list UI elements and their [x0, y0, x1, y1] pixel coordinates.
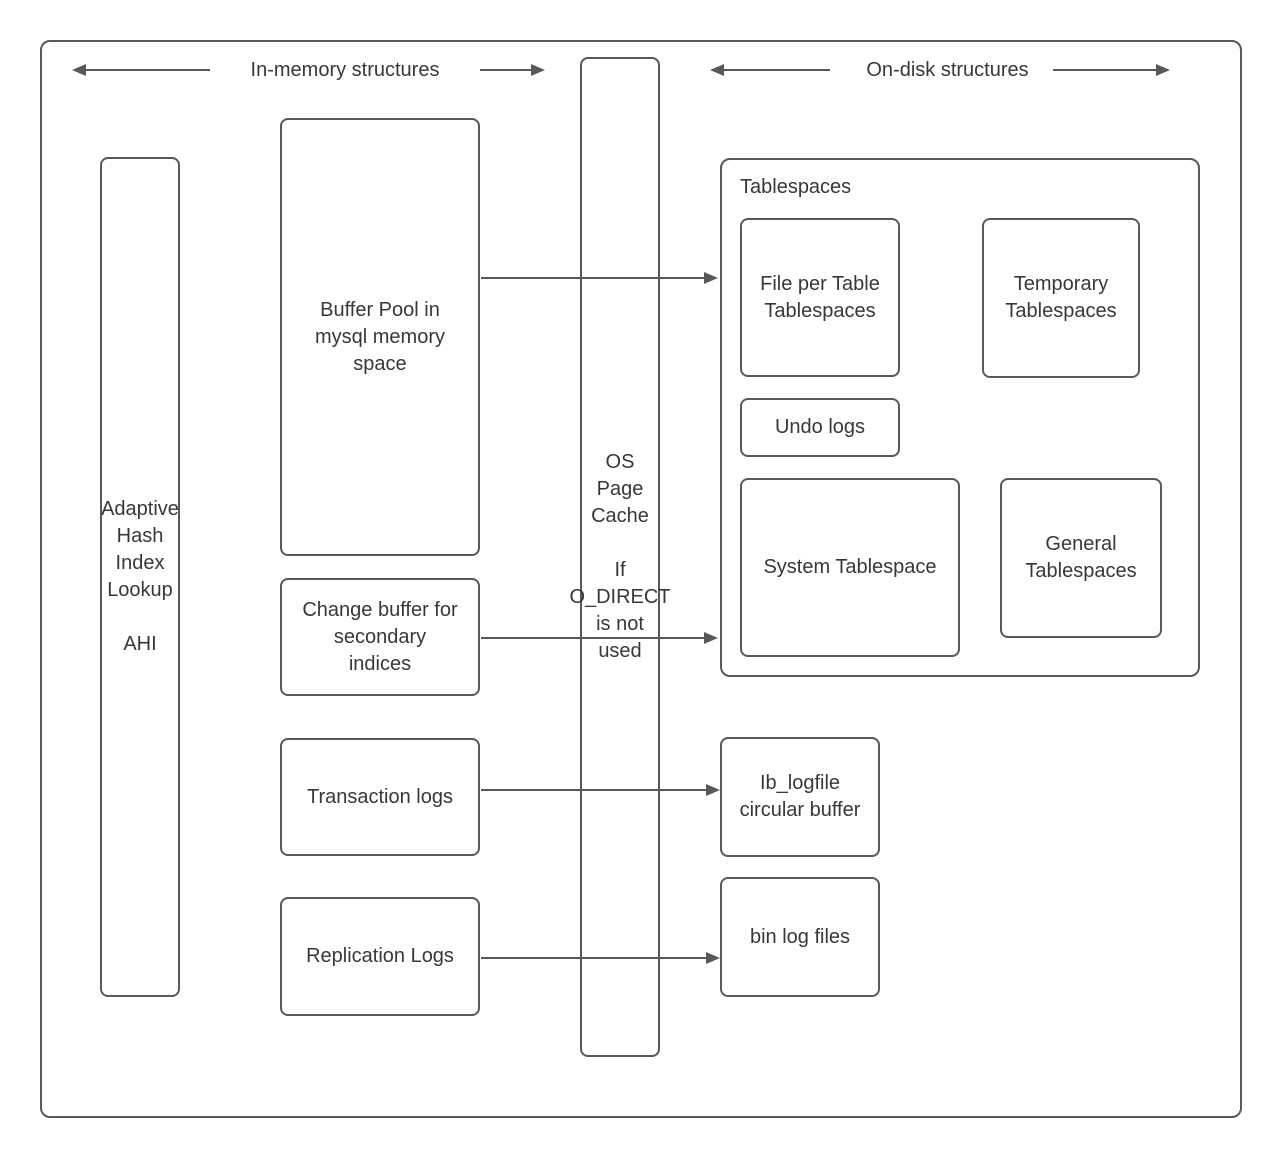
general-tablespaces-label: General Tablespaces: [1025, 533, 1137, 582]
replication-logs-box: Replication Logs: [280, 897, 480, 1016]
tablespaces-label: Tablespaces: [740, 176, 852, 198]
replication-logs-label: Replication Logs: [306, 945, 454, 967]
file-per-table-tablespaces-label: File per Table Tablespaces: [760, 272, 880, 322]
system-tablespace-label: System Tablespace: [763, 556, 937, 578]
in-memory-right-arrow-line: [480, 69, 531, 71]
system-tablespace-box: System Tablespace: [740, 478, 960, 657]
transaction-logs-to-ib-logfile-line: [481, 789, 706, 791]
on-disk-structures-label: On-disk structures: [866, 59, 1029, 81]
os-page-cache-box: OS Page Cache If O_DIRECT is not used: [569, 57, 671, 1057]
buffer-pool-to-tablespaces-line: [481, 277, 704, 279]
in-memory-left-arrow-line: [86, 69, 210, 71]
transaction-logs-box: Transaction logs: [280, 738, 480, 856]
in-memory-right-arrowhead-icon: [531, 64, 545, 76]
buffer-pool-box: Buffer Pool in mysql memory space: [280, 118, 480, 556]
in-memory-left-arrowhead-icon: [72, 64, 86, 76]
general-tablespaces-box: General Tablespaces: [1000, 478, 1162, 638]
change-buffer-to-tablespaces-arrowhead-icon: [704, 632, 718, 644]
on-disk-right-arrow-line: [1053, 69, 1156, 71]
undo-logs-label: Undo logs: [774, 416, 866, 438]
on-disk-left-arrowhead-icon: [710, 64, 724, 76]
change-buffer-to-tablespaces-line: [481, 637, 704, 639]
transaction-logs-to-ib-logfile-arrowhead-icon: [706, 784, 720, 796]
ib-logfile-label: Ib_logfile circular buffer: [739, 772, 861, 821]
temporary-tablespaces-box: Temporary Tablespaces: [982, 218, 1140, 378]
temporary-tablespaces-label: Temporary Tablespaces: [1005, 273, 1117, 322]
replication-logs-to-bin-log-line: [481, 957, 706, 959]
bin-log-files-label: bin log files: [749, 925, 851, 948]
os-page-cache-label: OS Page Cache If O_DIRECT is not used: [569, 451, 671, 662]
replication-logs-to-bin-log-arrowhead-icon: [706, 952, 720, 964]
buffer-pool-label: Buffer Pool in mysql memory space: [314, 298, 445, 375]
file-per-table-tablespaces-box: File per Table Tablespaces: [740, 218, 900, 377]
change-buffer-label: Change buffer for secondary indices: [302, 598, 458, 675]
ib-logfile-box: Ib_logfile circular buffer: [720, 737, 880, 857]
buffer-pool-to-tablespaces-arrowhead-icon: [704, 272, 718, 284]
bin-log-files-box: bin log files: [720, 877, 880, 997]
on-disk-right-arrowhead-icon: [1156, 64, 1170, 76]
undo-logs-box: Undo logs: [740, 398, 900, 457]
on-disk-left-arrow-line: [724, 69, 830, 71]
adaptive-hash-index-box: Adaptive Hash Index Lookup AHI: [100, 157, 180, 997]
in-memory-structures-label: In-memory structures: [250, 59, 440, 81]
change-buffer-box: Change buffer for secondary indices: [280, 578, 480, 696]
transaction-logs-label: Transaction logs: [307, 785, 453, 808]
adaptive-hash-index-label: Adaptive Hash Index Lookup AHI: [101, 498, 179, 655]
